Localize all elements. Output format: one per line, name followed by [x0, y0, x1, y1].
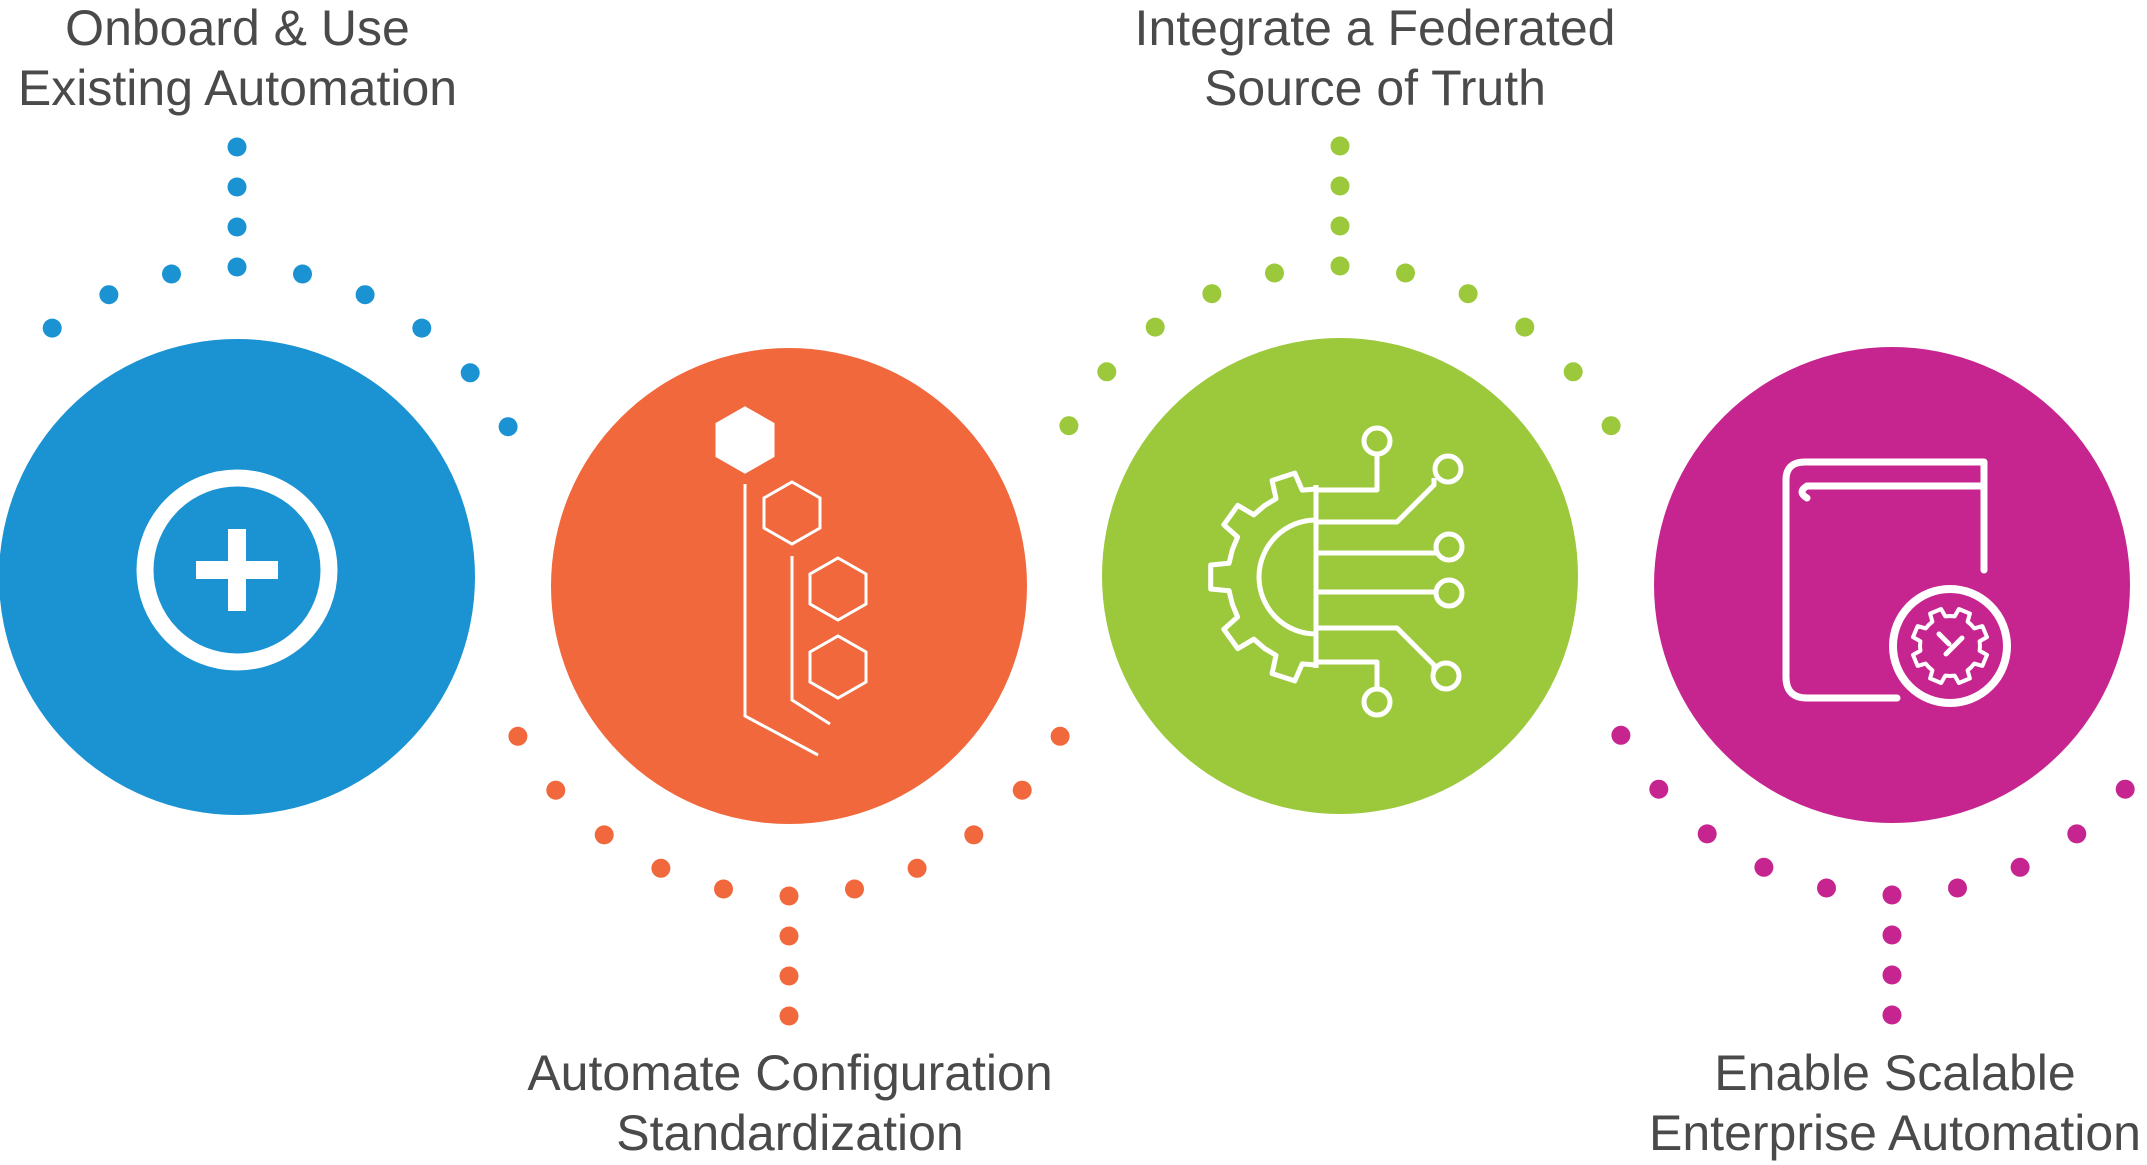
plus-circle-icon — [136, 469, 338, 671]
dotted-connectors — [42, 136, 2135, 1026]
connector-dot — [1882, 925, 1902, 945]
step-1-label: Onboard & Use Existing Automation — [0, 0, 475, 118]
connector-dot — [1330, 256, 1350, 276]
step-3-label-line-2: Source of Truth — [1204, 60, 1546, 116]
connector-dot — [594, 825, 614, 845]
connector-dot — [714, 879, 733, 899]
connector-dot — [779, 926, 799, 946]
step-3-circle — [1102, 338, 1578, 814]
connector-dot — [498, 417, 518, 437]
connector-dot — [1396, 263, 1415, 283]
connector-dot — [1882, 1005, 1902, 1025]
connector-dot — [412, 318, 432, 338]
step-1-label-line-1: Onboard & Use — [65, 0, 410, 56]
hexagon-tree-icon — [715, 406, 868, 757]
connector-dot — [2067, 824, 2087, 844]
step-4-label-line-1: Enable Scalable — [1714, 1045, 2076, 1101]
connector-dot — [1097, 362, 1117, 382]
connector-dot — [779, 886, 799, 906]
connector-dot — [907, 858, 927, 878]
step-4-label: Enable Scalable Enterprise Automation — [1640, 1043, 2147, 1163]
connector-dot — [162, 264, 181, 284]
connector-dot — [1515, 317, 1535, 337]
step-3-label: Integrate a Federated Source of Truth — [1075, 0, 1675, 118]
gear-circuit-icon — [1208, 425, 1465, 718]
connector-dot — [1145, 317, 1165, 337]
step-2-label-line-2: Standardization — [616, 1105, 964, 1161]
connector-dot — [1330, 216, 1350, 236]
step-2-label: Automate Configuration Standardization — [490, 1043, 1090, 1163]
connector-dot — [1059, 416, 1079, 436]
connector-dot — [1012, 780, 1032, 800]
book-gear-icon — [1782, 458, 2011, 707]
connector-dot — [651, 858, 671, 878]
connector-dot — [227, 217, 247, 237]
step-4-label-line-2: Enterprise Automation — [1649, 1105, 2141, 1161]
connector-dot — [1050, 726, 1070, 746]
connector-dot — [227, 177, 247, 197]
connector-dot — [845, 879, 864, 899]
connector-dot — [42, 318, 62, 338]
connector-dot — [964, 825, 984, 845]
step-1-label-line-2: Existing Automation — [17, 60, 458, 116]
connector-dot — [1330, 176, 1350, 196]
step-3-label-line-1: Integrate a Federated — [1134, 0, 1616, 56]
connector-dot — [460, 363, 480, 383]
step-3 — [1102, 338, 1578, 814]
connector-dot — [1948, 878, 1967, 898]
connector-dot — [1817, 878, 1836, 898]
connector-dot — [1330, 136, 1350, 156]
connector-dot — [1697, 824, 1717, 844]
connector-dot — [1882, 885, 1902, 905]
connector-dot — [293, 264, 312, 284]
step-1 — [0, 339, 475, 815]
connector-dot — [1563, 362, 1583, 382]
connector-dot — [1265, 263, 1284, 283]
connector-dot — [1649, 779, 1669, 799]
connector-dot — [1458, 284, 1478, 304]
connector-dot — [779, 1006, 799, 1026]
connector-dot — [1601, 416, 1621, 436]
connector-dot — [227, 257, 247, 277]
connector-dot — [1202, 284, 1222, 304]
connector-dot — [1882, 965, 1902, 985]
connector-dot — [546, 780, 566, 800]
connector-dot — [99, 285, 119, 305]
connector-dot — [227, 137, 247, 157]
connector-dot — [2010, 857, 2030, 877]
connector-dot — [2115, 779, 2135, 799]
step-2 — [551, 348, 1027, 824]
connector-dot — [508, 726, 528, 746]
step-2-label-line-1: Automate Configuration — [527, 1045, 1053, 1101]
connector-dot — [355, 285, 375, 305]
step-4 — [1654, 347, 2130, 823]
connector-dot — [1754, 857, 1774, 877]
step-4-circle — [1654, 347, 2130, 823]
connector-dot — [1611, 725, 1631, 745]
connector-dot — [779, 966, 799, 986]
step-2-circle — [551, 348, 1027, 824]
